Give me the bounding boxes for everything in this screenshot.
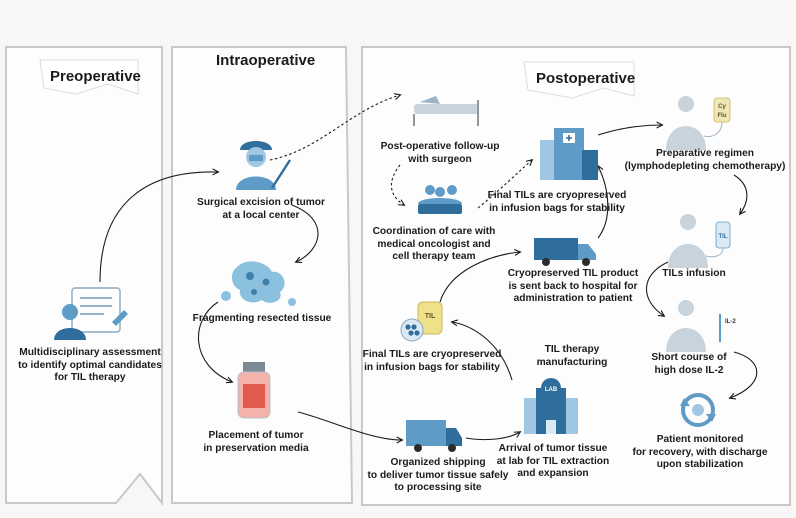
label-tils-infusion: TILs infusion	[662, 268, 726, 279]
tumor-cells-icon	[221, 261, 296, 306]
il2-text: IL-2	[725, 319, 736, 325]
clipboard-doctor-icon	[54, 287, 128, 340]
label-il2-course: Short course of high dose IL-2	[651, 352, 727, 376]
til-bag-icon: TIL	[400, 301, 443, 342]
til-bag-text: TIL	[425, 313, 436, 320]
surgeon-icon	[236, 141, 292, 190]
care-team-icon	[418, 185, 462, 214]
patient-til-iv-icon: TIL	[668, 214, 731, 268]
label-til-manufacturing: TIL therapy manufacturing	[536, 344, 608, 368]
label-cryo-product-sent: Cryopreserved TIL product is sent back t…	[507, 268, 639, 305]
recovery-cycle-icon	[680, 393, 716, 427]
delivery-van-icon	[534, 238, 596, 266]
hospital-icon	[540, 128, 598, 180]
phase-label-intraoperative: Intraoperative	[216, 52, 316, 69]
specimen-jar-icon	[237, 362, 271, 419]
cy-text: Cy	[718, 104, 726, 110]
label-arrival-lab: Arrival of tumor tissue at lab for TIL e…	[496, 443, 610, 480]
phase-label-postoperative: Postoperative	[536, 70, 636, 87]
preoperative-panel	[5, 46, 163, 506]
flu-text: Flu	[718, 113, 727, 119]
label-followup: Post-operative follow-up with surgeon	[380, 141, 500, 165]
flow-arrows	[99, 95, 758, 440]
lab-sign-text: LAB	[545, 387, 558, 393]
patient-il2-iv-icon: IL-2	[666, 300, 736, 352]
label-fragmenting: Fragmenting resected tissue	[192, 313, 332, 324]
til-iv-text: TIL	[719, 234, 728, 240]
label-final-tils-upper: Final TILs are cryopreserved in infusion…	[487, 190, 627, 214]
shipping-van-icon	[406, 420, 462, 452]
label-placement: Placement of tumor in preservation media	[203, 430, 309, 454]
label-multidisciplinary: Multidisciplinary assessment to identify…	[18, 347, 162, 384]
label-coordination: Coordination of care with medical oncolo…	[372, 226, 496, 263]
label-surgical-excision: Surgical excision of tumor at a local ce…	[197, 197, 325, 221]
phase-label-preoperative: Preoperative	[50, 68, 141, 85]
label-preparative: Preparative regimen (lymphodepleting che…	[624, 148, 786, 172]
label-final-tils-lower: Final TILs are cryopreserved in infusion…	[362, 349, 502, 373]
hospital-bed-icon	[413, 96, 479, 126]
label-monitoring: Patient monitored for recovery, with dis…	[632, 434, 768, 471]
label-organized-shipping: Organized shipping to deliver tumor tiss…	[367, 457, 509, 494]
postoperative-panel	[361, 46, 791, 506]
lab-building-icon: LAB	[524, 378, 578, 434]
patient-chemo-iv-icon: Cy Flu	[666, 96, 731, 150]
